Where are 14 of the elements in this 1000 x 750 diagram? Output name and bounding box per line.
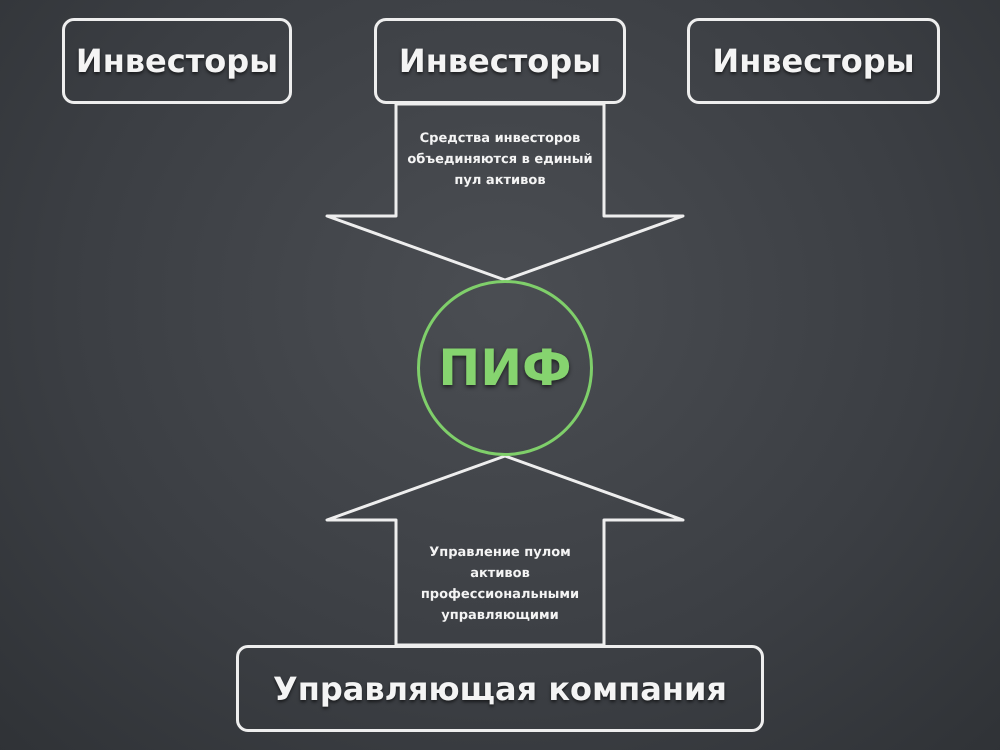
circle-label: ПИФ bbox=[438, 339, 572, 397]
box-label: Инвесторы bbox=[398, 42, 602, 80]
edge-label: Управление пулом активов профессиональными управляющими bbox=[420, 544, 580, 624]
edge-label: Средства инвесторов объединяются в единый пул активов bbox=[406, 130, 594, 190]
box-label: Инвесторы bbox=[712, 42, 915, 80]
label-box bbox=[374, 18, 626, 104]
block-arrow bbox=[326, 102, 684, 282]
fund-circle bbox=[417, 280, 593, 456]
label-box bbox=[236, 645, 764, 732]
box-label: Инвесторы bbox=[76, 42, 278, 80]
label-box bbox=[62, 18, 292, 104]
label-box bbox=[687, 18, 940, 104]
box-label: Управляющая компания bbox=[273, 670, 727, 708]
block-arrow bbox=[326, 454, 684, 646]
